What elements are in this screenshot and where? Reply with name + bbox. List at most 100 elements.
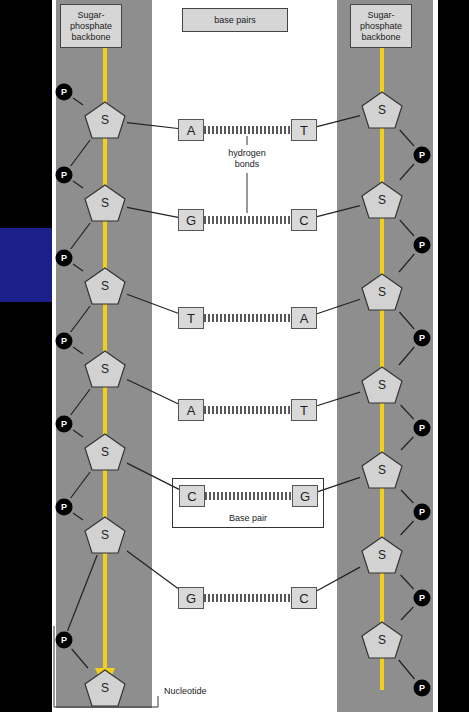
sugar-letter: S (101, 681, 109, 695)
sugar-letter: S (378, 633, 386, 647)
sugar-pentagon: S (360, 180, 404, 220)
bond-line (73, 430, 83, 437)
circle-shape (56, 416, 73, 433)
phosphate-letter: P (61, 502, 67, 512)
bond-line (317, 392, 360, 406)
bond-line (73, 98, 83, 105)
base-box: C (291, 587, 317, 609)
phosphate-circle: P (413, 146, 431, 164)
header-box: Sugar-phosphate backbone (350, 4, 412, 48)
sugar-pentagon: S (83, 183, 127, 223)
base-box: T (178, 307, 204, 329)
phosphate-letter: P (419, 150, 425, 160)
pentagon-shape (85, 670, 125, 706)
base-box: C (291, 209, 317, 231)
phosphate-circle: P (55, 498, 73, 516)
pentagon-shape (362, 367, 402, 403)
phosphate-letter: P (61, 419, 67, 429)
circle-shape (414, 420, 431, 437)
sugar-letter: S (378, 548, 386, 562)
bond-line (399, 254, 414, 272)
header-text: Sugar-phosphate backbone (354, 10, 408, 43)
pentagon-shape (85, 434, 125, 470)
sugar-letter: S (378, 285, 386, 299)
leader-line (247, 173, 248, 213)
bond-line (400, 130, 414, 146)
base-letter: A (187, 403, 196, 418)
bond-line (401, 437, 413, 450)
phosphate-letter: P (419, 593, 425, 603)
sugar-pentagon: S (83, 266, 127, 306)
bond-line (71, 223, 90, 249)
hydrogen-bond-label: hydrogen bonds (222, 148, 272, 170)
base-letter: A (187, 123, 196, 138)
bond-line (71, 472, 90, 498)
bond-line (73, 347, 83, 354)
circle-shape (414, 504, 431, 521)
header-text: base pairs (214, 15, 256, 26)
phosphate-circle: P (413, 329, 431, 347)
sugar-letter: S (101, 113, 109, 127)
nucleotide-label: Nucleotide (162, 686, 209, 697)
pentagon-shape (85, 517, 125, 553)
phosphate-circle: P (413, 679, 431, 697)
base-box: T (291, 399, 317, 421)
base-box: A (178, 119, 204, 141)
leader-line (247, 136, 248, 145)
sugar-pentagon: S (360, 90, 404, 130)
bond-line (317, 299, 360, 313)
base-box: A (291, 307, 317, 329)
bond-line (73, 264, 83, 271)
circle-shape (56, 499, 73, 516)
sugar-pentagon: S (360, 272, 404, 312)
phosphate-circle: P (413, 236, 431, 254)
header-text: Sugar-phosphate backbone (64, 10, 118, 43)
bond-line (400, 220, 414, 236)
circle-shape (56, 167, 73, 184)
bond-line (401, 521, 414, 535)
sugar-pentagon: S (360, 365, 404, 405)
bond-line (399, 660, 415, 679)
bond-line (317, 206, 360, 217)
bond-line (73, 181, 83, 188)
bond-line (68, 555, 98, 631)
base-letter: C (299, 591, 308, 606)
sugar-pentagon: S (83, 515, 127, 555)
sugar-pentagon: S (83, 432, 127, 472)
phosphate-letter: P (419, 240, 425, 250)
pentagon-shape (362, 537, 402, 573)
pentagon-shape (362, 622, 402, 658)
sugar-pentagon: S (83, 349, 127, 389)
backbone-band (337, 0, 433, 712)
circle-shape (56, 250, 73, 267)
phosphate-letter: P (419, 333, 425, 343)
base-letter: A (300, 311, 309, 326)
phosphate-circle: P (55, 249, 73, 267)
bond-line (400, 164, 414, 180)
bond-line (71, 140, 90, 166)
base-box: G (292, 485, 318, 507)
phosphate-circle: P (55, 415, 73, 433)
base-box: G (178, 209, 204, 231)
sugar-letter: S (101, 279, 109, 293)
pentagon-shape (362, 182, 402, 218)
pentagon-shape (85, 102, 125, 138)
sugar-pentagon: S (360, 620, 404, 660)
bond-line (401, 607, 413, 620)
sugar-pentagon: S (83, 100, 127, 140)
base-letter: G (300, 489, 310, 504)
bond-line (71, 306, 90, 332)
base-letter: T (187, 311, 195, 326)
figure-ground (52, 0, 438, 712)
phosphate-letter: P (61, 253, 67, 263)
header-box: Sugar-phosphate backbone (60, 4, 122, 48)
bond-line (399, 312, 414, 329)
sugar-pentagon: S (360, 450, 404, 490)
sugar-letter: S (378, 378, 386, 392)
sugar-letter: S (101, 528, 109, 542)
bond-line (399, 347, 414, 365)
bond-line (127, 551, 178, 588)
circle-shape (56, 632, 73, 649)
bond-line (72, 649, 88, 668)
